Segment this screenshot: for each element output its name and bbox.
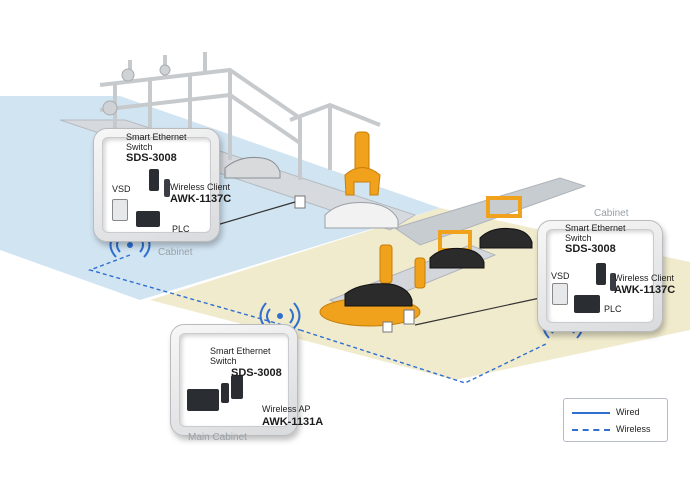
- left-switch-model: SDS-3008: [126, 152, 177, 164]
- legend: Wired Wireless: [563, 398, 668, 442]
- ethernet-switch-device: [149, 169, 159, 191]
- wireless-ap-device: [221, 383, 229, 403]
- right-vsd-label: VSD: [551, 271, 570, 281]
- plc-device: [136, 211, 160, 227]
- left-cabinet-name: Cabinet: [158, 247, 193, 258]
- right-switch-caption-2: Switch: [565, 233, 592, 243]
- right-client-model: AWK-1137C: [614, 284, 676, 296]
- main-ap-model: AWK-1131A: [262, 416, 324, 428]
- left-client-caption: Wireless Client: [170, 182, 231, 192]
- left-cabinet: [93, 128, 220, 242]
- wired-links: [209, 201, 541, 326]
- main-switch-model: SDS-3008: [231, 367, 282, 379]
- vsd-device: [552, 283, 568, 305]
- legend-wireless: Wireless: [572, 423, 664, 435]
- field-device-1: [294, 195, 306, 209]
- main-cabinet-name: Main Cabinet: [188, 432, 247, 443]
- main-switch-caption-1: Smart Ethernet: [210, 346, 271, 356]
- field-device-2: [403, 309, 415, 325]
- ethernet-switch-device: [596, 263, 606, 285]
- controller-device: [187, 389, 219, 411]
- plc-device: [574, 295, 600, 313]
- field-device-3: [382, 321, 393, 333]
- right-switch-caption-1: Smart Ethernet: [565, 223, 626, 233]
- left-switch-caption-1: Smart Ethernet: [126, 132, 187, 142]
- overhead-crane-icon: [99, 52, 381, 180]
- left-client-model: AWK-1137C: [170, 193, 232, 205]
- ethernet-switch-device: [231, 375, 243, 399]
- main-ap-caption: Wireless AP: [262, 404, 311, 414]
- right-cabinet-name: Cabinet: [594, 208, 629, 219]
- overhead-crane-gears: [102, 64, 171, 116]
- vsd-device: [112, 199, 128, 221]
- wireless-links: [87, 254, 549, 384]
- car-icon: [224, 157, 533, 307]
- wired-line-swatch: [572, 412, 610, 414]
- right-plc-label: PLC: [604, 304, 622, 314]
- assembly-robot-icon: [344, 131, 522, 289]
- legend-wired: Wired: [572, 406, 664, 418]
- legend-wireless-label: Wireless: [616, 424, 651, 434]
- left-vsd-label: VSD: [112, 184, 131, 194]
- main-cabinet: [170, 324, 298, 436]
- legend-wired-label: Wired: [616, 407, 640, 417]
- left-plc-label: PLC: [172, 224, 190, 234]
- main-switch-caption-2: Switch: [210, 356, 237, 366]
- wireless-line-swatch: [572, 429, 610, 431]
- wireless-client-device: [610, 273, 616, 291]
- right-switch-model: SDS-3008: [565, 243, 616, 255]
- left-switch-caption-2: Switch: [126, 142, 153, 152]
- wireless-client-device: [164, 179, 170, 197]
- right-client-caption: Wireless Client: [614, 273, 675, 283]
- right-cabinet: [537, 220, 663, 332]
